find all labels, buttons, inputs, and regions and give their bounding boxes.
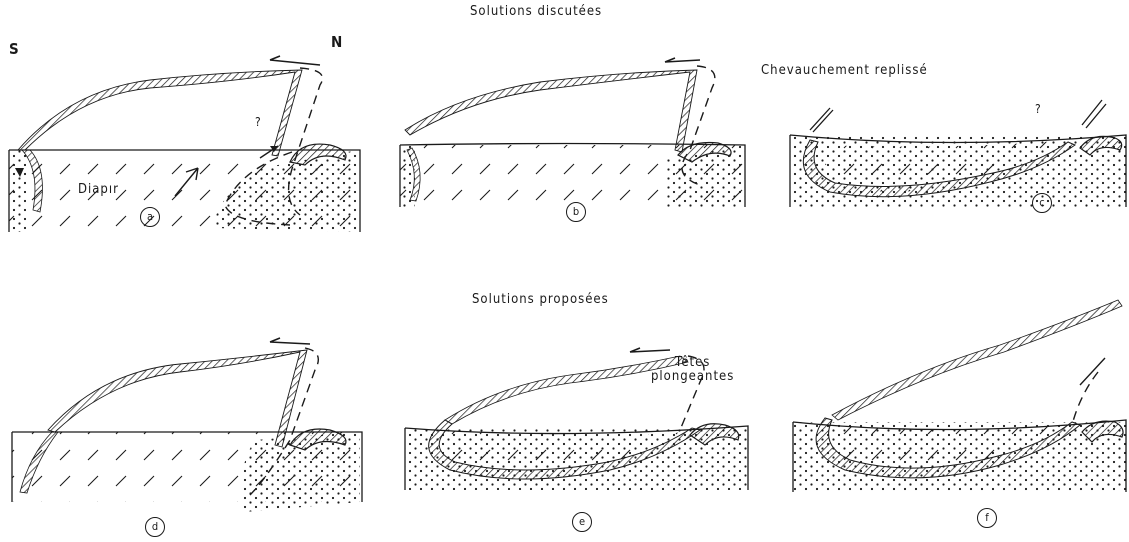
panel-e-nappe: [445, 356, 688, 424]
label-north: N: [331, 33, 342, 51]
panel-f: [793, 300, 1126, 492]
panel-d-thrust-arrow: [270, 338, 310, 344]
panel-c-thrust-arrow-left: [810, 108, 833, 132]
panel-label-f: f: [977, 508, 997, 528]
panel-c: [790, 100, 1126, 207]
label-diapir: Diapır: [78, 182, 119, 197]
panel-f-nappe: [832, 300, 1122, 420]
panel-f-thrust-arrow: [1080, 358, 1105, 385]
panel-a-nappe: [18, 70, 302, 156]
question-mark-c: ?: [1035, 102, 1042, 116]
panel-e-thrust-arrow: [630, 348, 670, 352]
panel-label-c: c: [1032, 193, 1052, 213]
panel-b: [400, 58, 747, 207]
panel-c-thrust-arrow-right: [1082, 100, 1106, 128]
panel-label-d: d: [145, 517, 165, 537]
panel-a-thrust-arrow: [270, 56, 320, 65]
panel-label-b: b: [566, 202, 586, 222]
panel-a: [9, 56, 360, 232]
panel-a-dotted-basement: [9, 150, 26, 232]
panel-label-e: e: [572, 512, 592, 532]
label-chevauchement: Chevauchement replissé: [761, 63, 928, 78]
label-south: S: [9, 40, 19, 58]
panel-label-a: a: [140, 207, 160, 227]
panel-b-thrust-arrow: [665, 58, 700, 62]
question-mark-a: ?: [255, 115, 262, 129]
panel-d: [12, 338, 362, 512]
panel-b-nappe: [405, 70, 697, 152]
heading-top: Solutions discutées: [470, 4, 602, 19]
label-plongeantes: plongeantes: [651, 369, 734, 384]
heading-bottom: Solutions proposées: [472, 292, 609, 307]
label-tetes: Têtes: [675, 355, 710, 370]
